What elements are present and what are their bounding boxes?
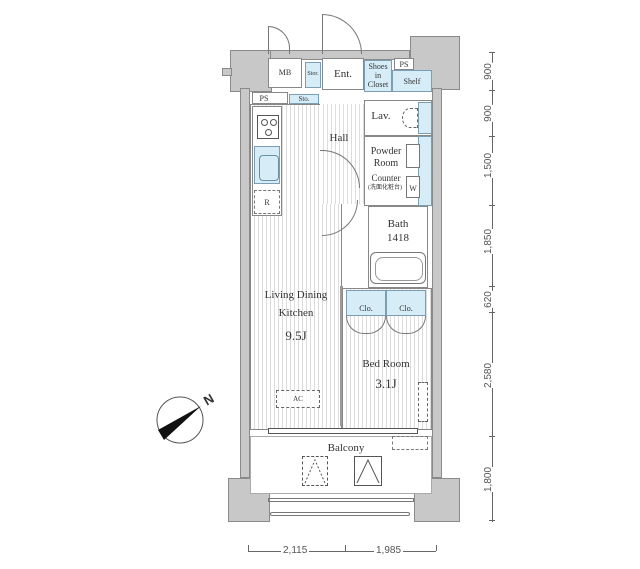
outdoor-unit: [392, 436, 428, 450]
dim-tick: [489, 205, 495, 206]
storage-label: Stor.: [307, 71, 319, 77]
bedroom-size: 3.1J: [375, 376, 397, 391]
balcony: [250, 436, 432, 494]
shelf-label: Shelf: [403, 77, 421, 86]
closet-1: [346, 290, 386, 316]
evacuation-hatch: [354, 456, 382, 486]
ps-left: [252, 92, 288, 104]
counter-label: Counter: [371, 173, 401, 183]
dim-tick: [248, 545, 249, 551]
dim-right-6: 1,800: [483, 466, 495, 493]
shelf: [392, 70, 432, 92]
ldk-label-2: Kitchen: [278, 307, 314, 319]
wall-bottom-right-block: [414, 478, 460, 522]
ldk-size: 9.5J: [285, 328, 307, 343]
dim-tick: [489, 286, 495, 287]
interior-wall-ldk: [340, 286, 343, 426]
entrance: [322, 58, 364, 90]
balcony-railing: [268, 498, 414, 502]
vanity-sink-icon: [406, 144, 420, 168]
refrigerator-label: R: [264, 198, 270, 207]
toilet-tank: [418, 102, 432, 134]
dim-right-0: 900: [482, 63, 494, 80]
evacuation-hatch-dashed: [302, 456, 328, 486]
dim-tick: [489, 436, 495, 437]
dim-right-1: 900: [482, 105, 494, 122]
ldk-label-1: Living Dining: [264, 289, 328, 301]
entrance-door[interactable]: [322, 14, 362, 54]
shoes-closet-label-3: Closet: [367, 80, 389, 89]
balcony-edge: [270, 512, 410, 516]
compass: N: [154, 391, 217, 448]
ac-unit: [276, 390, 320, 408]
closet-2-label: Clo.: [399, 304, 413, 313]
sto-small-label: Sto.: [298, 95, 310, 103]
balcony-label: Balcony: [327, 442, 365, 454]
dim-bottom-0: 2,115: [281, 545, 310, 556]
dimension-line-bottom: [248, 551, 436, 552]
dimension-line-right: [492, 52, 493, 522]
shoes-closet-label-2: in: [374, 71, 382, 80]
dim-right-2: 1,500: [483, 152, 495, 179]
dim-right-3: 1,850: [483, 228, 495, 255]
dim-right-4: 620: [482, 291, 494, 308]
toilet-icon: [402, 108, 418, 128]
dim-bottom-1: 1,985: [374, 545, 404, 556]
storage-small: [305, 62, 321, 88]
ldk-door[interactable]: [322, 200, 358, 236]
bath-size: 1418: [387, 232, 409, 244]
wall-top-left-notch: [222, 68, 232, 76]
dim-tick: [436, 545, 437, 551]
vanity-counter: [418, 136, 432, 206]
ps-left-label: PS: [259, 94, 269, 103]
powder-room-label-2: Room: [373, 158, 399, 169]
ac-label: AC: [293, 395, 303, 403]
powder-room-label-1: Powder: [370, 146, 402, 157]
dim-tick: [489, 520, 495, 521]
sto-small: [289, 94, 319, 104]
lavatory-label: Lav.: [371, 110, 391, 122]
entrance-label: Ent.: [333, 68, 353, 80]
ps-top-label: PS: [399, 60, 409, 69]
hall-label: Hall: [329, 132, 349, 144]
bath-label: Bath: [387, 218, 409, 230]
bathtub-icon: [370, 252, 426, 284]
dim-tick: [489, 136, 495, 137]
refrigerator-space: [254, 190, 280, 214]
kitchen-sink-icon: [254, 146, 280, 184]
sash-window: [268, 428, 418, 434]
washer-space: [406, 176, 420, 198]
wall-top-left-block: [230, 50, 272, 92]
mb-door[interactable]: [268, 26, 290, 54]
closet-1-label: Clo.: [359, 304, 373, 313]
stove-icon: [257, 115, 279, 139]
dim-right-5: 2,580: [483, 362, 495, 389]
counter-note: (洗面化粧台): [368, 185, 402, 191]
mb-room: [268, 58, 302, 88]
bedroom-ac-unit: [418, 382, 428, 422]
shoes-closet-label-1: Shoes: [368, 62, 388, 71]
wall-right-side: [432, 88, 442, 478]
wall-left-side: [240, 88, 250, 478]
mb-label: MB: [278, 68, 292, 77]
dim-tick: [489, 90, 495, 91]
dim-tick: [489, 52, 495, 53]
washer-label: W: [409, 184, 417, 193]
dim-tick: [489, 312, 495, 313]
ps-top: [394, 58, 414, 70]
shoes-in-closet: [364, 60, 392, 92]
dim-tick: [345, 545, 346, 551]
bedroom-label: Bed Room: [362, 358, 410, 370]
compass-arrow-icon: [156, 396, 204, 444]
